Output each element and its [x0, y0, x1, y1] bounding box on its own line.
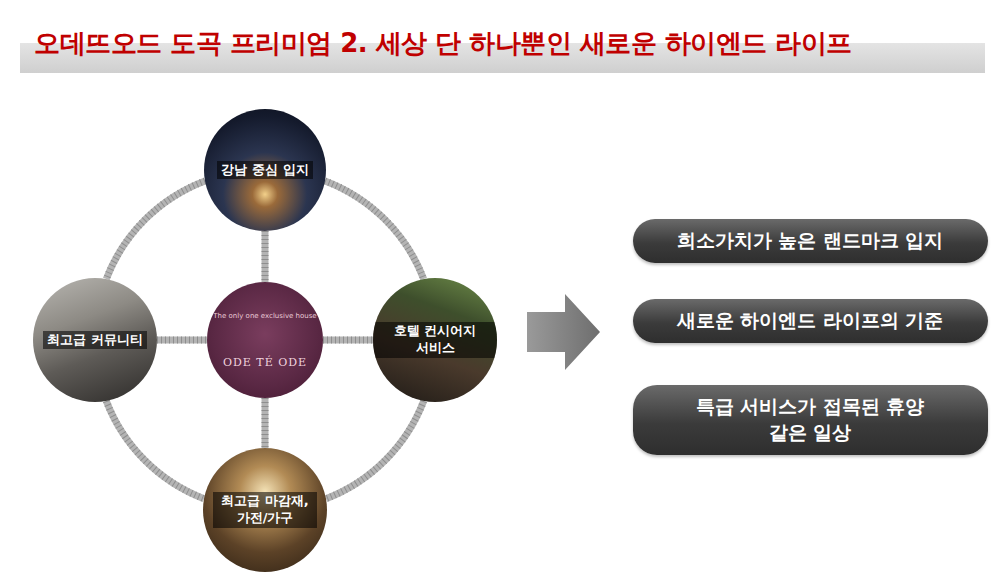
page-title: 오데뜨오드 도곡 프리미엄 2. 세상 단 하나뿐인 새로운 하이엔드 라이프: [34, 26, 852, 61]
result-pill: 특급 서비스가 접목된 휴양 같은 일상: [633, 385, 988, 454]
ring-connector: [325, 181, 424, 279]
connector-texture: [262, 231, 269, 282]
connector-texture: [323, 337, 373, 344]
connector-group: [265, 398, 266, 448]
ring-connector: [157, 337, 207, 344]
circle-label: 호텔 컨시어지 서비스: [373, 322, 497, 358]
photo-circle: 최고급 마감재, 가전/가구: [203, 448, 327, 572]
circle-label: 최고급 커뮤니티: [43, 331, 147, 350]
pill-text: 희소가치가 높은 랜드마크 입지: [677, 228, 944, 254]
ring-connector: [106, 181, 205, 279]
ring-connector: [106, 401, 204, 499]
connector-group: [326, 401, 424, 499]
ring-connector: [262, 398, 269, 448]
logo-tagline: The only one exclusive house: [213, 312, 316, 320]
connector-texture: [325, 181, 424, 279]
connector-texture: [326, 401, 424, 499]
photo-circle: 강남 중심 입지: [204, 109, 326, 231]
circle-label: 강남 중심 입지: [217, 161, 312, 180]
pill-text: 특급 서비스가 접목된 휴양 같은 일상: [694, 394, 926, 445]
connector-group: [106, 401, 204, 499]
result-pill: 희소가치가 높은 랜드마크 입지: [633, 219, 988, 263]
photo-circle: 호텔 컨시어지 서비스: [373, 278, 497, 402]
ring-connector: [326, 401, 424, 499]
pill-text: 새로운 하이엔드 라이프의 기준: [677, 308, 944, 334]
connector-group: [106, 181, 205, 279]
hub-circle: The only one exclusive houseODE TÉ ODE: [207, 282, 323, 398]
result-pill: 새로운 하이엔드 라이프의 기준: [633, 299, 988, 343]
connector-texture: [106, 401, 204, 499]
big-arrow: [527, 294, 600, 370]
connector-group: [325, 181, 424, 279]
connector-group: [157, 340, 207, 341]
ring-connector: [323, 337, 373, 344]
connector-texture: [106, 181, 205, 279]
connector-texture: [157, 337, 207, 344]
connector-group: [265, 231, 266, 282]
logo-name: ODE TÉ ODE: [223, 356, 307, 369]
connector-texture: [262, 398, 269, 448]
connector-group: [323, 340, 373, 341]
ring-connector: [262, 231, 269, 282]
circle-label: 최고급 마감재, 가전/가구: [213, 492, 317, 528]
photo-circle: 최고급 커뮤니티: [33, 278, 157, 402]
